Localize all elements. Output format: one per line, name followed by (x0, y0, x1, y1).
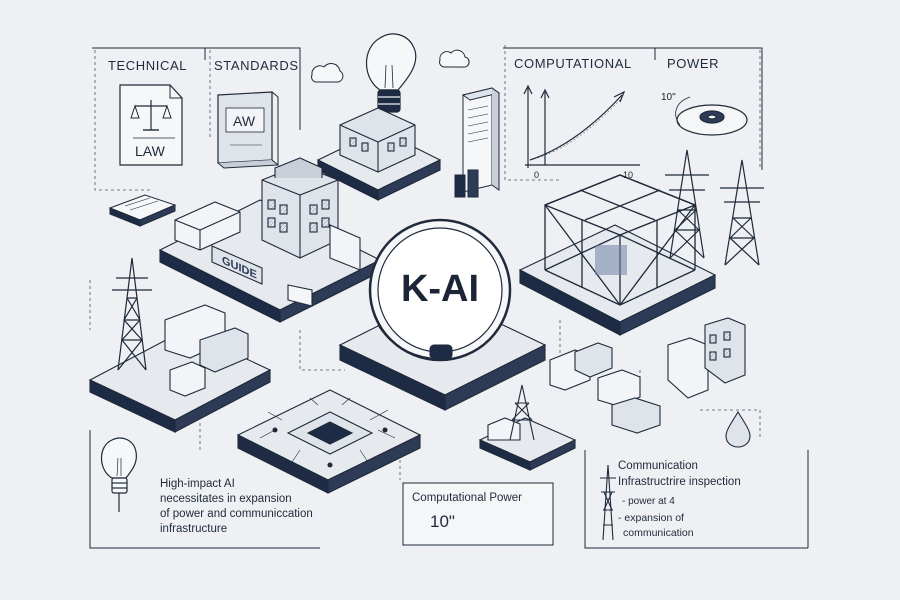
header-technical: TECHNICAL (108, 58, 188, 73)
transmission-tower-left (112, 257, 152, 371)
comm-tower-platform (478, 417, 577, 471)
note-left-line-3: of power and communiccation (160, 508, 313, 520)
disc-icon (675, 96, 748, 136)
aw-label: AW (233, 113, 256, 129)
note-right-frame (584, 450, 809, 549)
k-ai-emblem (368, 218, 512, 362)
chart-power-label: 10" (661, 92, 676, 103)
top-center-platform (316, 107, 442, 201)
transmission-tower-right-2 (720, 159, 764, 266)
law-document-icon (119, 84, 183, 166)
note-right-line-3: - power at 4 (622, 496, 675, 507)
aw-book-icon (217, 91, 280, 169)
lattice-structure-platform (518, 224, 717, 336)
chart-x-end: 10 (623, 170, 634, 180)
comm-tower-small-icon (600, 464, 616, 541)
guide-building-complex (158, 157, 382, 323)
light-bulb-small-icon (100, 437, 137, 512)
cloud-icon (311, 49, 470, 83)
growth-chart (523, 84, 640, 168)
note-left-line-4: infrastructure (160, 523, 228, 535)
connector-lines (89, 45, 761, 480)
left-tower-platform (88, 304, 272, 433)
note-left-frame (89, 430, 320, 549)
k-ai-logo: K-AI (400, 268, 480, 311)
note-center-title: Computational Power (412, 492, 522, 504)
note-right-line-2: Infrastructrire inspection (618, 476, 741, 488)
computational-power-frame (503, 47, 763, 170)
water-drop-icon (725, 410, 751, 448)
header-computational: COMPUTATIONAL (514, 56, 632, 71)
file-stack-icon (108, 194, 177, 227)
transmission-tower-right-1 (665, 149, 709, 259)
header-standards: STANDARDS (214, 58, 299, 73)
comm-tower-center (509, 384, 535, 441)
light-bulb-icon (366, 33, 417, 113)
technical-standards-frame (92, 47, 301, 130)
header-power: POWER (667, 56, 720, 71)
note-center-value: 10" (430, 512, 455, 531)
processor-board (236, 389, 422, 494)
right-buildings (549, 317, 746, 434)
lattice-core (595, 245, 627, 275)
note-center-box (402, 482, 554, 546)
law-label: LAW (135, 143, 165, 159)
chart-x-start: 0 (534, 170, 540, 180)
note-right-line-5: communication (623, 527, 694, 539)
note-left-line-1: High-impact AI (160, 478, 235, 490)
server-tower-icon (454, 87, 501, 198)
note-left-line-2: necessitates in expansion (160, 493, 292, 505)
note-right-line-4: - expansion of (618, 512, 684, 524)
note-right-line-1: Communication (618, 460, 698, 472)
